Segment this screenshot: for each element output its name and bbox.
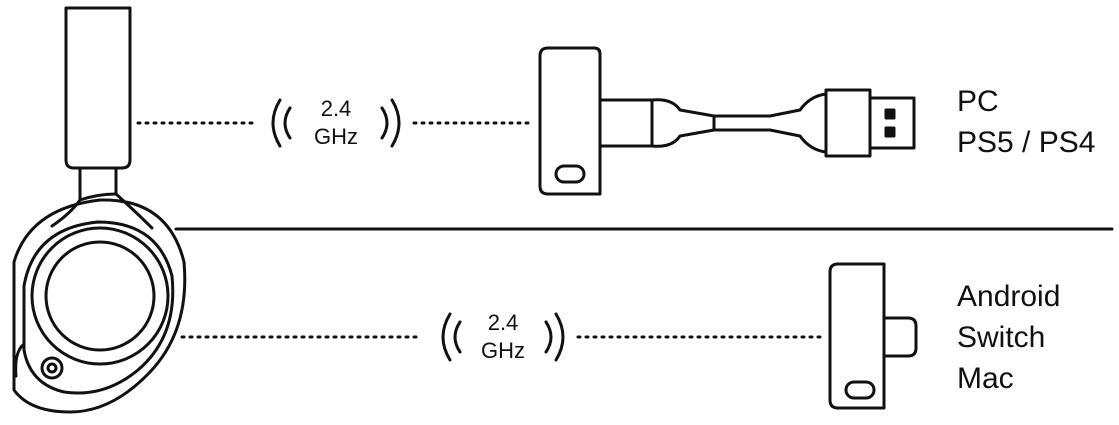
headband-slider [64,6,132,170]
band-label-line1: 2.4 [321,96,352,121]
usb-a-plug [824,88,872,158]
dongle-body [538,46,602,196]
dongle-body [828,262,886,410]
ear-cup [12,198,187,414]
headset-illustration [12,6,187,414]
usb-cable [712,114,772,132]
platform-label: Mac [957,362,1014,395]
headset-yoke [50,166,154,230]
signal-wave-left-icon [271,98,292,148]
platform-label: PS5 / PS4 [957,126,1095,159]
speaker-ring-inner [44,240,156,352]
signal-wave-right-icon [544,312,565,362]
usb-c-dongle [828,262,918,410]
platform-label: Android [957,280,1060,313]
top-connection [136,46,916,196]
band-label-line2: GHz [481,338,525,363]
dongle-led-slot [844,380,876,400]
platform-label: Switch [957,321,1045,354]
bottom-connection [180,262,918,410]
usb-c-tip [882,316,918,358]
signal-wave-left-icon [441,312,462,362]
text-layer: 2.4 GHz 2.4 GHz PC PS5 / PS4 Android Swi… [314,85,1095,395]
band-label-line2: GHz [314,124,358,149]
band-label-line1: 2.4 [488,310,519,335]
dongle-led-slot [554,164,586,184]
headset-button [40,356,64,380]
platform-label: PC [957,85,999,118]
speaker-ring-outer [30,226,170,366]
usb-a-dongle [538,46,916,196]
signal-wave-right-icon [380,98,401,148]
